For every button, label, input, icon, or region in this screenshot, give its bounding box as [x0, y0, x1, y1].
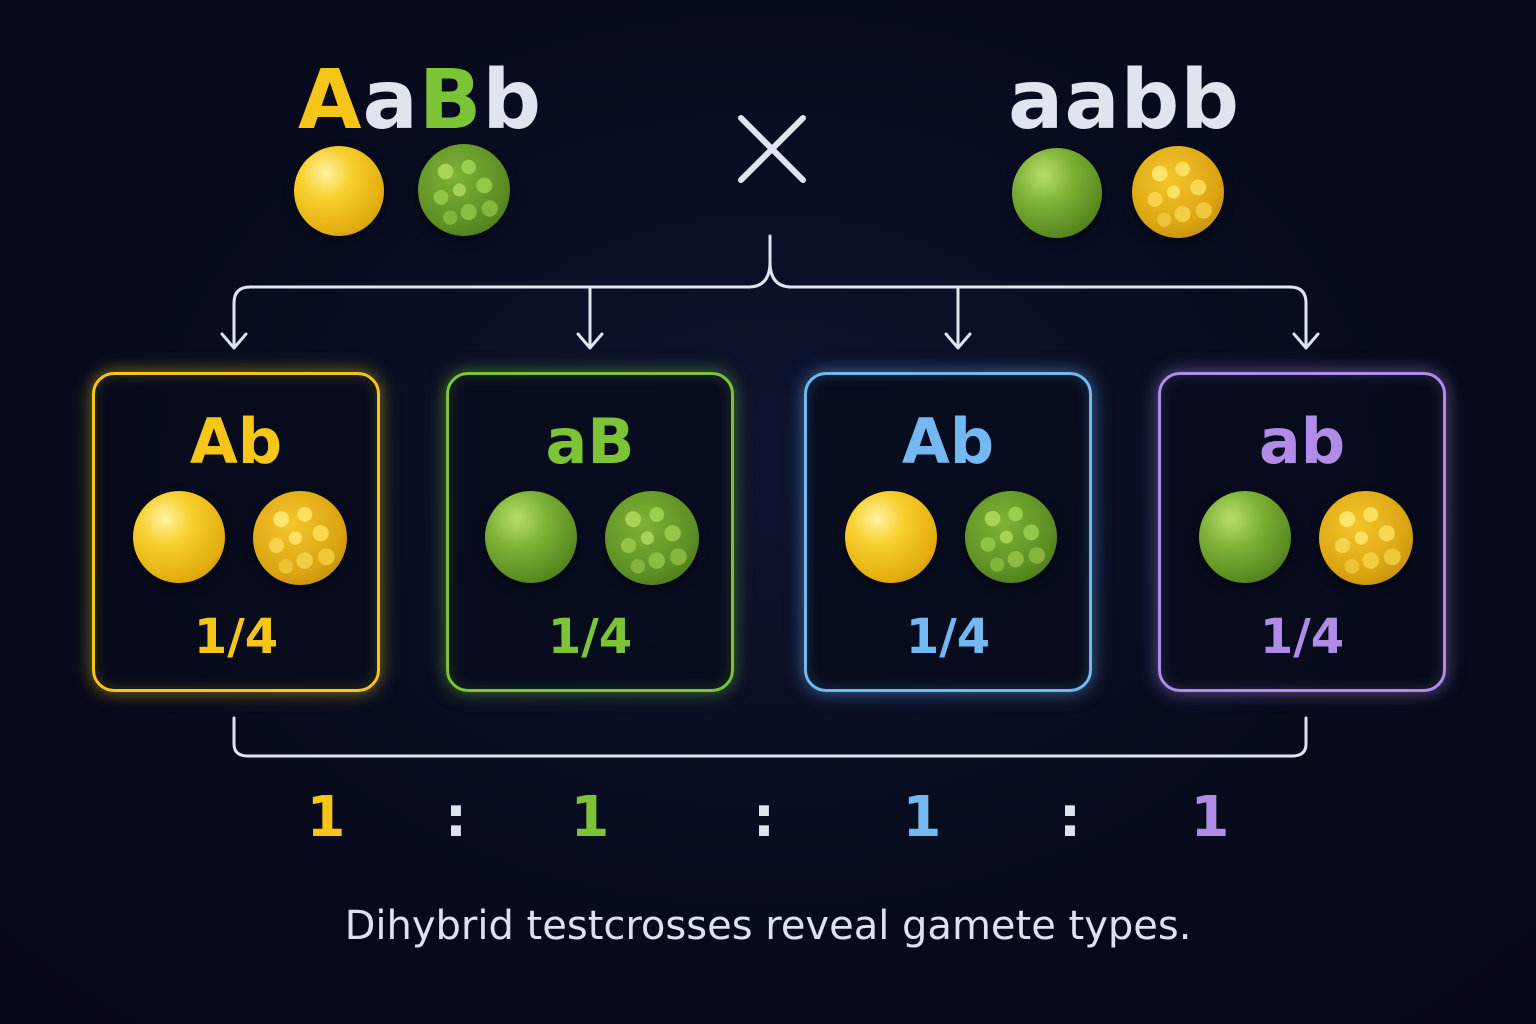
pea-icon — [253, 491, 347, 585]
gamete-fraction: 1/4 — [905, 609, 991, 665]
gamete-genotype: Ab — [189, 405, 283, 478]
allele-letter: B — [418, 53, 483, 148]
caption: Dihybrid testcrosses reveal gamete types… — [344, 903, 1192, 949]
gamete-card: ab 1/4 — [1158, 372, 1446, 692]
pea-icon — [845, 491, 937, 583]
ratio-separator: : — [444, 785, 468, 850]
ratio-value: 1 — [570, 785, 610, 850]
allele-letter: A — [298, 53, 363, 148]
pea-icon — [965, 491, 1057, 583]
ratio-value: 1 — [1190, 785, 1230, 850]
pea-icon — [605, 491, 699, 585]
gamete-fraction: 1/4 — [1259, 609, 1345, 665]
pea-icon — [1199, 491, 1291, 583]
parent-right-genotype: aabb — [1008, 53, 1241, 148]
gamete-card: Ab 1/4 — [804, 372, 1092, 692]
ratio-value: 1 — [306, 785, 346, 850]
arrow-head-4 — [1292, 332, 1320, 350]
bracket-right-branch — [768, 260, 1308, 348]
pea-icon — [1012, 148, 1102, 238]
arrow-head-2 — [576, 332, 604, 350]
gamete-card: Ab 1/4 — [92, 372, 380, 692]
ratio-value: 1 — [902, 785, 942, 850]
pea-icon — [1319, 491, 1413, 585]
lower-bracket — [232, 716, 1308, 758]
pea-icon — [418, 144, 510, 236]
pea-icon — [294, 146, 384, 236]
multiply-icon — [738, 115, 806, 183]
pea-icon — [133, 491, 225, 583]
pea-icon — [485, 491, 577, 583]
ratio-separator: : — [1058, 785, 1082, 850]
gamete-genotype: aB — [545, 405, 635, 478]
pea-icon — [1132, 146, 1224, 238]
gamete-fraction: 1/4 — [547, 609, 633, 665]
arrow-head-1 — [220, 332, 248, 350]
gamete-genotype: Ab — [901, 405, 995, 478]
allele-letter: b — [482, 53, 543, 148]
bracket-left-branch — [232, 234, 772, 348]
arrow-head-3 — [944, 332, 972, 350]
gamete-fraction: 1/4 — [193, 609, 279, 665]
parent-left-genotype: AaBb — [298, 60, 542, 142]
gamete-card: aB 1/4 — [446, 372, 734, 692]
allele-letter: a — [362, 53, 419, 148]
gamete-genotype: ab — [1258, 405, 1346, 478]
ratio-separator: : — [752, 785, 776, 850]
